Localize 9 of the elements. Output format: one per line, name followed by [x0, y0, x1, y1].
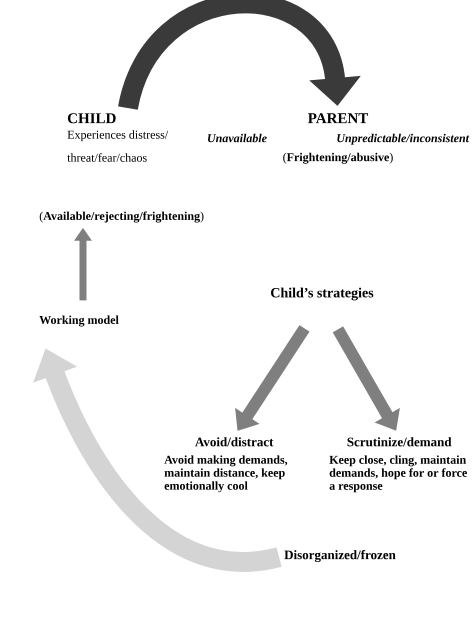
- state-label: Disorganized/frozen: [284, 550, 396, 562]
- parent-label: PARENT Unavailable Unpredictable/inconsistent (Frightening/abusive): [208, 113, 470, 164]
- block-arrow: [118, 0, 361, 111]
- strategy-label: Avoid/distract Avoid making demands, maintain distance, keep emotionally cool: [164, 437, 288, 492]
- model-label: (Available/rejecting/frightening): [40, 211, 204, 223]
- strategy-label: Scrutinize/demand Keep close, cling, maintain demands, hope for or force a response: [329, 437, 467, 492]
- child-label: CHILD Experiences distress/ threat/fear/chaos: [67, 113, 168, 162]
- strategies-heading: Child’s strategies: [271, 288, 374, 300]
- model-label: Working model: [39, 316, 119, 326]
